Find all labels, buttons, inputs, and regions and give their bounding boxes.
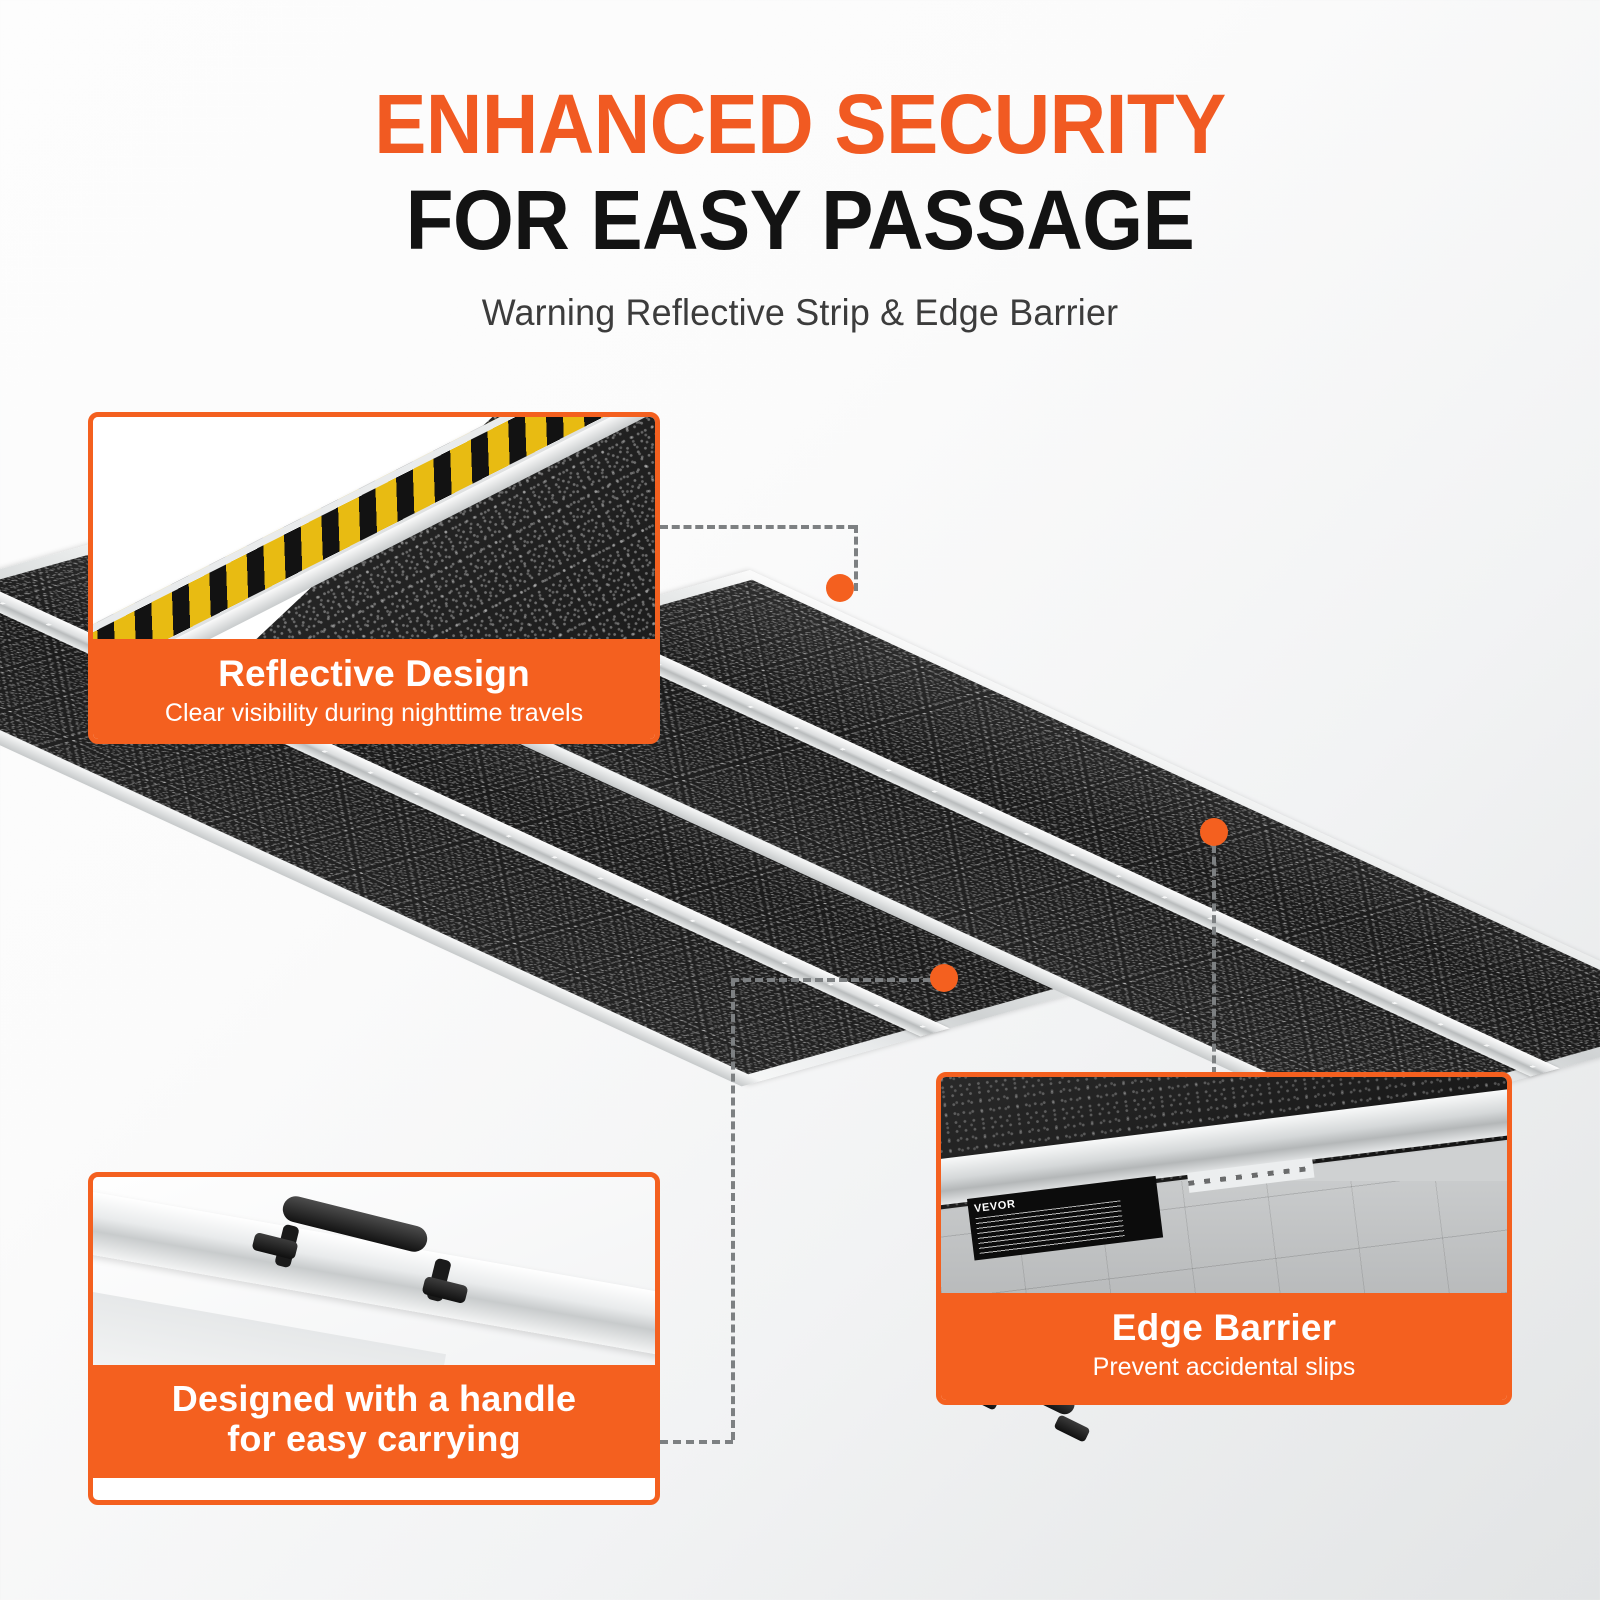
callout-photo-reflective <box>93 417 655 639</box>
leader-edge-vertical <box>1212 845 1216 1075</box>
callout-card-edge-barrier[interactable]: VEVOR Edge Barrier Prevent accidental sl… <box>936 1072 1512 1405</box>
carry-handle-hotspot[interactable] <box>930 964 958 992</box>
callout-card-reflective[interactable]: Reflective Design Clear visibility durin… <box>88 412 660 744</box>
handle-foot-right <box>1053 1414 1091 1443</box>
carry-handle-closeup-art <box>93 1177 655 1365</box>
callout-title-handle-line1: Designed with a handle <box>171 1378 577 1419</box>
reflective-strip-hotspot[interactable] <box>826 574 854 602</box>
callout-title-edge-barrier: Edge Barrier <box>1111 1307 1337 1348</box>
headline-subtitle: Warning Reflective Strip & Edge Barrier <box>481 292 1119 333</box>
leader-handle-tail <box>660 1440 733 1444</box>
headline-block: ENHANCED SECURITY FOR EASY PASSAGE <box>0 77 1600 267</box>
callout-photo-handle <box>93 1177 655 1365</box>
callout-caption-reflective: Reflective Design Clear visibility durin… <box>93 639 655 739</box>
callout-card-handle[interactable]: Designed with a handle for easy carrying <box>88 1172 660 1505</box>
callout-caption-edge-barrier: Edge Barrier Prevent accidental slips <box>941 1293 1507 1400</box>
callout-caption-handle: Designed with a handle for easy carrying <box>93 1365 655 1478</box>
headline-line-2: FOR EASY PASSAGE <box>405 172 1195 267</box>
leader-handle-vertical <box>731 978 735 1440</box>
callout-title-reflective: Reflective Design <box>218 653 530 694</box>
leader-handle-horizontal <box>731 978 943 982</box>
leader-reflective-horizontal <box>660 525 856 529</box>
callout-desc-reflective: Clear visibility during nighttime travel… <box>164 699 584 728</box>
edge-barrier-closeup-art: VEVOR <box>941 1077 1507 1293</box>
callout-title-handle-line2: for easy carrying <box>227 1418 521 1460</box>
callout-desc-edge-barrier: Prevent accidental slips <box>1092 1353 1356 1382</box>
reflective-strip-closeup-art <box>93 417 655 639</box>
headline-line-1: ENHANCED SECURITY <box>374 77 1226 171</box>
leader-reflective-vertical <box>854 525 858 591</box>
edge-barrier-hotspot[interactable] <box>1200 818 1228 846</box>
callout-photo-edge-barrier: VEVOR <box>941 1077 1507 1293</box>
